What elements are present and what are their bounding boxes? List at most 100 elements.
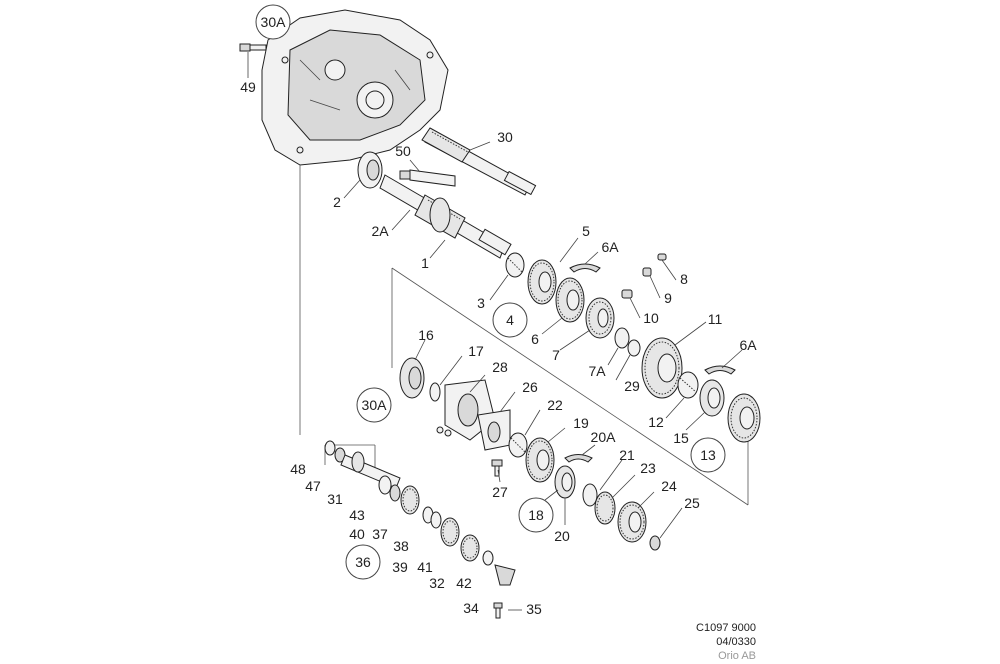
grease-tube-50 <box>399 169 456 187</box>
washer-48 <box>324 440 336 456</box>
gear-19 <box>525 437 555 483</box>
circle-36 <box>345 544 381 580</box>
ring-39 <box>430 511 442 529</box>
callout-26: 26 <box>522 379 538 395</box>
callout-21: 21 <box>619 447 635 463</box>
callout-23: 23 <box>640 460 656 476</box>
gear-20 <box>554 465 576 499</box>
circle-30A-mid <box>356 387 392 423</box>
callout-24: 24 <box>661 478 677 494</box>
synchro-ring-6A-right <box>704 365 736 375</box>
callout-40: 40 <box>349 526 365 542</box>
callout-38: 38 <box>393 538 409 554</box>
reference-publisher: Orio AB <box>718 650 756 662</box>
callout-20A: 20A <box>591 429 617 445</box>
callout-13: 13 <box>700 447 716 463</box>
callout-35: 35 <box>526 601 542 617</box>
callout-15: 15 <box>673 430 689 446</box>
callout-20: 20 <box>554 528 570 544</box>
circle-4 <box>492 302 528 338</box>
callout-19: 19 <box>573 415 589 431</box>
callout-32: 32 <box>429 575 445 591</box>
synchro-ring-20A <box>564 454 593 463</box>
needle-bearing-12 <box>677 371 699 399</box>
snap-ring-17 <box>429 382 441 402</box>
synchronizer-23 <box>594 491 616 525</box>
reference-date: 04/0330 <box>716 636 756 648</box>
needle-bearing-22 <box>508 432 528 458</box>
callout-18: 18 <box>528 507 544 523</box>
callout-22: 22 <box>547 397 563 413</box>
gearbox-housing <box>261 9 449 166</box>
callout-25: 25 <box>684 495 700 511</box>
circle-30A-top <box>255 4 291 40</box>
ring-40 <box>389 484 401 502</box>
ring-42 <box>482 550 494 566</box>
callout-29: 29 <box>624 378 640 394</box>
callout-17: 17 <box>468 343 484 359</box>
shaft-30 <box>421 127 537 196</box>
callout-1: 1 <box>421 255 429 271</box>
bolt-27 <box>491 459 503 477</box>
callout-2A: 2A <box>371 223 389 239</box>
bearing-2 <box>357 151 383 189</box>
callout-43: 43 <box>349 507 365 523</box>
callout-12: 12 <box>648 414 664 430</box>
callout-9: 9 <box>664 290 672 306</box>
needle-bearing-3 <box>505 252 525 278</box>
callout-48: 48 <box>290 461 306 477</box>
part-10 <box>621 289 633 299</box>
bearing-16 <box>399 357 425 399</box>
gear-13 <box>727 393 761 443</box>
callout-labels: 30A 49 30 50 2 2A 1 5 6A 8 3 4 9 6 10 11… <box>240 14 757 617</box>
snap-ring-21 <box>582 483 598 507</box>
callout-28: 28 <box>492 359 508 375</box>
callout-7: 7 <box>552 347 560 363</box>
gear-5 <box>527 259 557 305</box>
circle-13 <box>690 437 726 473</box>
gear-32 <box>460 534 480 562</box>
callout-2: 2 <box>333 194 341 210</box>
washer-25 <box>649 535 661 551</box>
callout-36: 36 <box>355 554 371 570</box>
circle-18 <box>518 497 554 533</box>
callout-5: 5 <box>582 223 590 239</box>
callout-37: 37 <box>372 526 388 542</box>
fork-34 <box>494 564 516 586</box>
callout-27: 27 <box>492 484 508 500</box>
callout-16: 16 <box>418 327 434 343</box>
callout-11: 11 <box>708 311 723 327</box>
gear-6 <box>555 277 585 323</box>
callout-30: 30 <box>497 129 513 145</box>
part-8 <box>657 253 667 261</box>
leader-lines <box>247 52 743 539</box>
callout-3: 3 <box>477 295 485 311</box>
reference-code: C1097 9000 <box>696 622 756 634</box>
gear-24 <box>617 501 647 543</box>
callout-10: 10 <box>643 310 659 326</box>
bracket-26 <box>477 409 511 451</box>
callout-6: 6 <box>531 331 539 347</box>
callout-30A-mid: 30A <box>362 397 388 413</box>
callout-34: 34 <box>463 600 479 616</box>
part-9 <box>642 267 652 277</box>
bearing-43 <box>378 475 392 495</box>
callout-4: 4 <box>506 312 514 328</box>
ring-7A <box>614 327 630 349</box>
callout-42: 42 <box>456 575 472 591</box>
right-group-frame <box>391 267 749 506</box>
callout-49: 49 <box>240 79 256 95</box>
synchro-ring-6A-top <box>569 263 601 273</box>
callout-47: 47 <box>305 478 321 494</box>
washer-29 <box>627 339 641 357</box>
callout-7A: 7A <box>588 363 606 379</box>
gear-41 <box>440 517 460 547</box>
ring-15 <box>699 379 725 417</box>
bolt-49 <box>239 43 267 52</box>
callout-6A-right: 6A <box>739 337 757 353</box>
callout-30A-top: 30A <box>261 14 287 30</box>
callout-31: 31 <box>327 491 343 507</box>
callout-41: 41 <box>417 559 433 575</box>
callout-39: 39 <box>392 559 408 575</box>
